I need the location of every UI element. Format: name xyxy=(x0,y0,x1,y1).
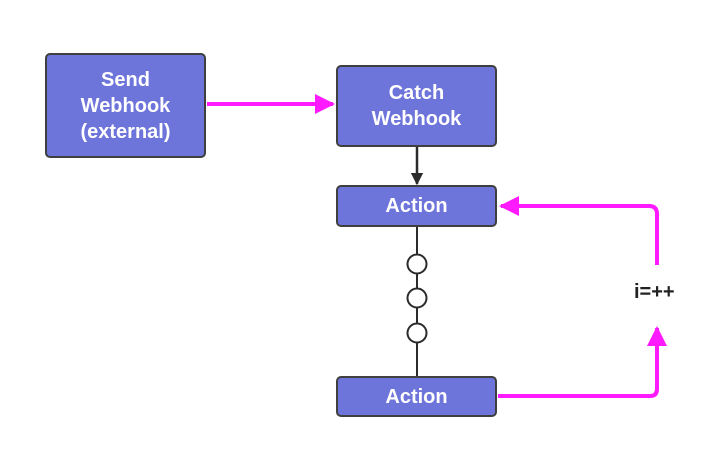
loop-counter-label: i=++ xyxy=(634,281,675,303)
action-node-first: Action xyxy=(336,185,497,227)
catch-webhook-node: Catch Webhook xyxy=(336,65,497,147)
ellipsis-dot xyxy=(406,287,428,309)
ellipsis-dot xyxy=(406,253,428,275)
ellipsis-dot xyxy=(406,322,428,344)
action-node-last: Action xyxy=(336,376,497,417)
loop-upper-arrow xyxy=(499,196,659,265)
send-webhook-node: Send Webhook (external) xyxy=(45,53,206,158)
loop-lower-arrow xyxy=(498,326,667,398)
